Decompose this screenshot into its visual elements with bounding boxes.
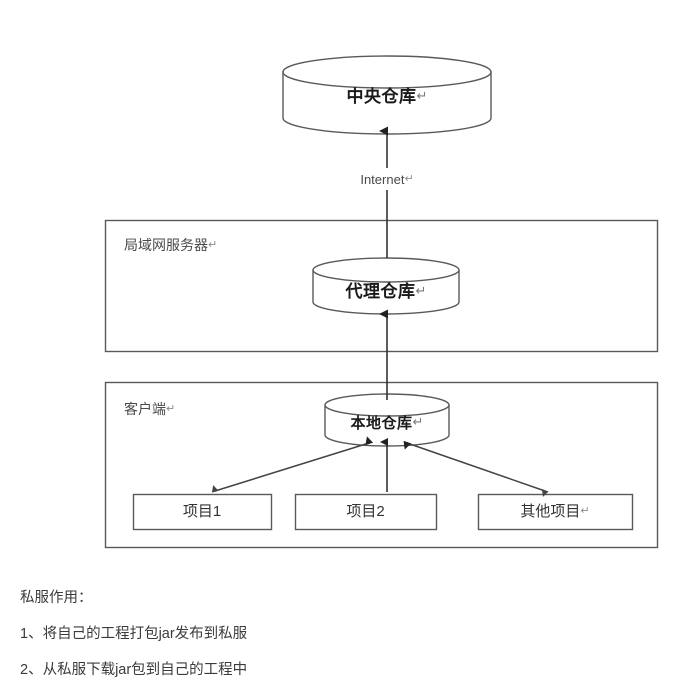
zone-lan-server-label: 局域网服务器↵: [124, 238, 217, 252]
other-projects-cr: ↵: [580, 505, 590, 517]
project1-label-text: 项目1: [182, 503, 222, 520]
edge-internet-label: Internet↵: [330, 173, 444, 186]
notes-item-2: 2、从私服下载jar包到自己的工程中: [20, 662, 248, 678]
zone-client-box: [104, 381, 659, 549]
zone-lan-server-box: [104, 219, 659, 353]
edge-internet-label-text: Internet: [360, 172, 405, 187]
local-repo-label: 本地仓库↵: [325, 415, 449, 431]
local-repo-label-text: 本地仓库: [350, 415, 413, 432]
local-repo-cr: ↵: [412, 414, 424, 429]
zone-client-label: 客户端↵: [124, 402, 175, 416]
local-repo-cylinder: [324, 393, 450, 447]
central-repo-cr: ↵: [416, 88, 428, 103]
proxy-repo-cylinder: [312, 257, 460, 315]
other-projects-label: 其他项目↵: [478, 504, 632, 519]
project2-label-text: 项目2: [346, 503, 385, 520]
zone-lan-server-cr: ↵: [208, 239, 218, 251]
edge-internet-cr: ↵: [404, 173, 414, 185]
other-projects-box: [477, 493, 634, 531]
central-repo-cylinder: [282, 55, 492, 135]
central-repo-label-text: 中央仓库: [346, 87, 417, 106]
edge-other-to-local: [403, 440, 549, 497]
project2-box: [294, 493, 438, 531]
edge-project1-to-local: [211, 436, 374, 493]
notes-heading: 私服作用：: [20, 590, 93, 606]
zone-lan-server-label-text: 局域网服务器: [124, 237, 208, 253]
project1-box: [132, 493, 273, 531]
project2-label: 项目2: [295, 504, 436, 519]
zone-client-label-text: 客户端: [124, 401, 166, 417]
proxy-repo-label: 代理仓库↵: [313, 283, 459, 300]
notes-item-1: 1、将自己的工程打包jar发布到私服: [20, 626, 248, 642]
project1-label: 项目1: [133, 504, 271, 519]
proxy-repo-label-text: 代理仓库: [345, 282, 416, 301]
other-projects-label-text: 其他项目: [520, 503, 581, 520]
proxy-repo-cr: ↵: [415, 283, 427, 298]
zone-client-cr: ↵: [166, 403, 176, 415]
central-repo-label: 中央仓库↵: [283, 88, 491, 105]
